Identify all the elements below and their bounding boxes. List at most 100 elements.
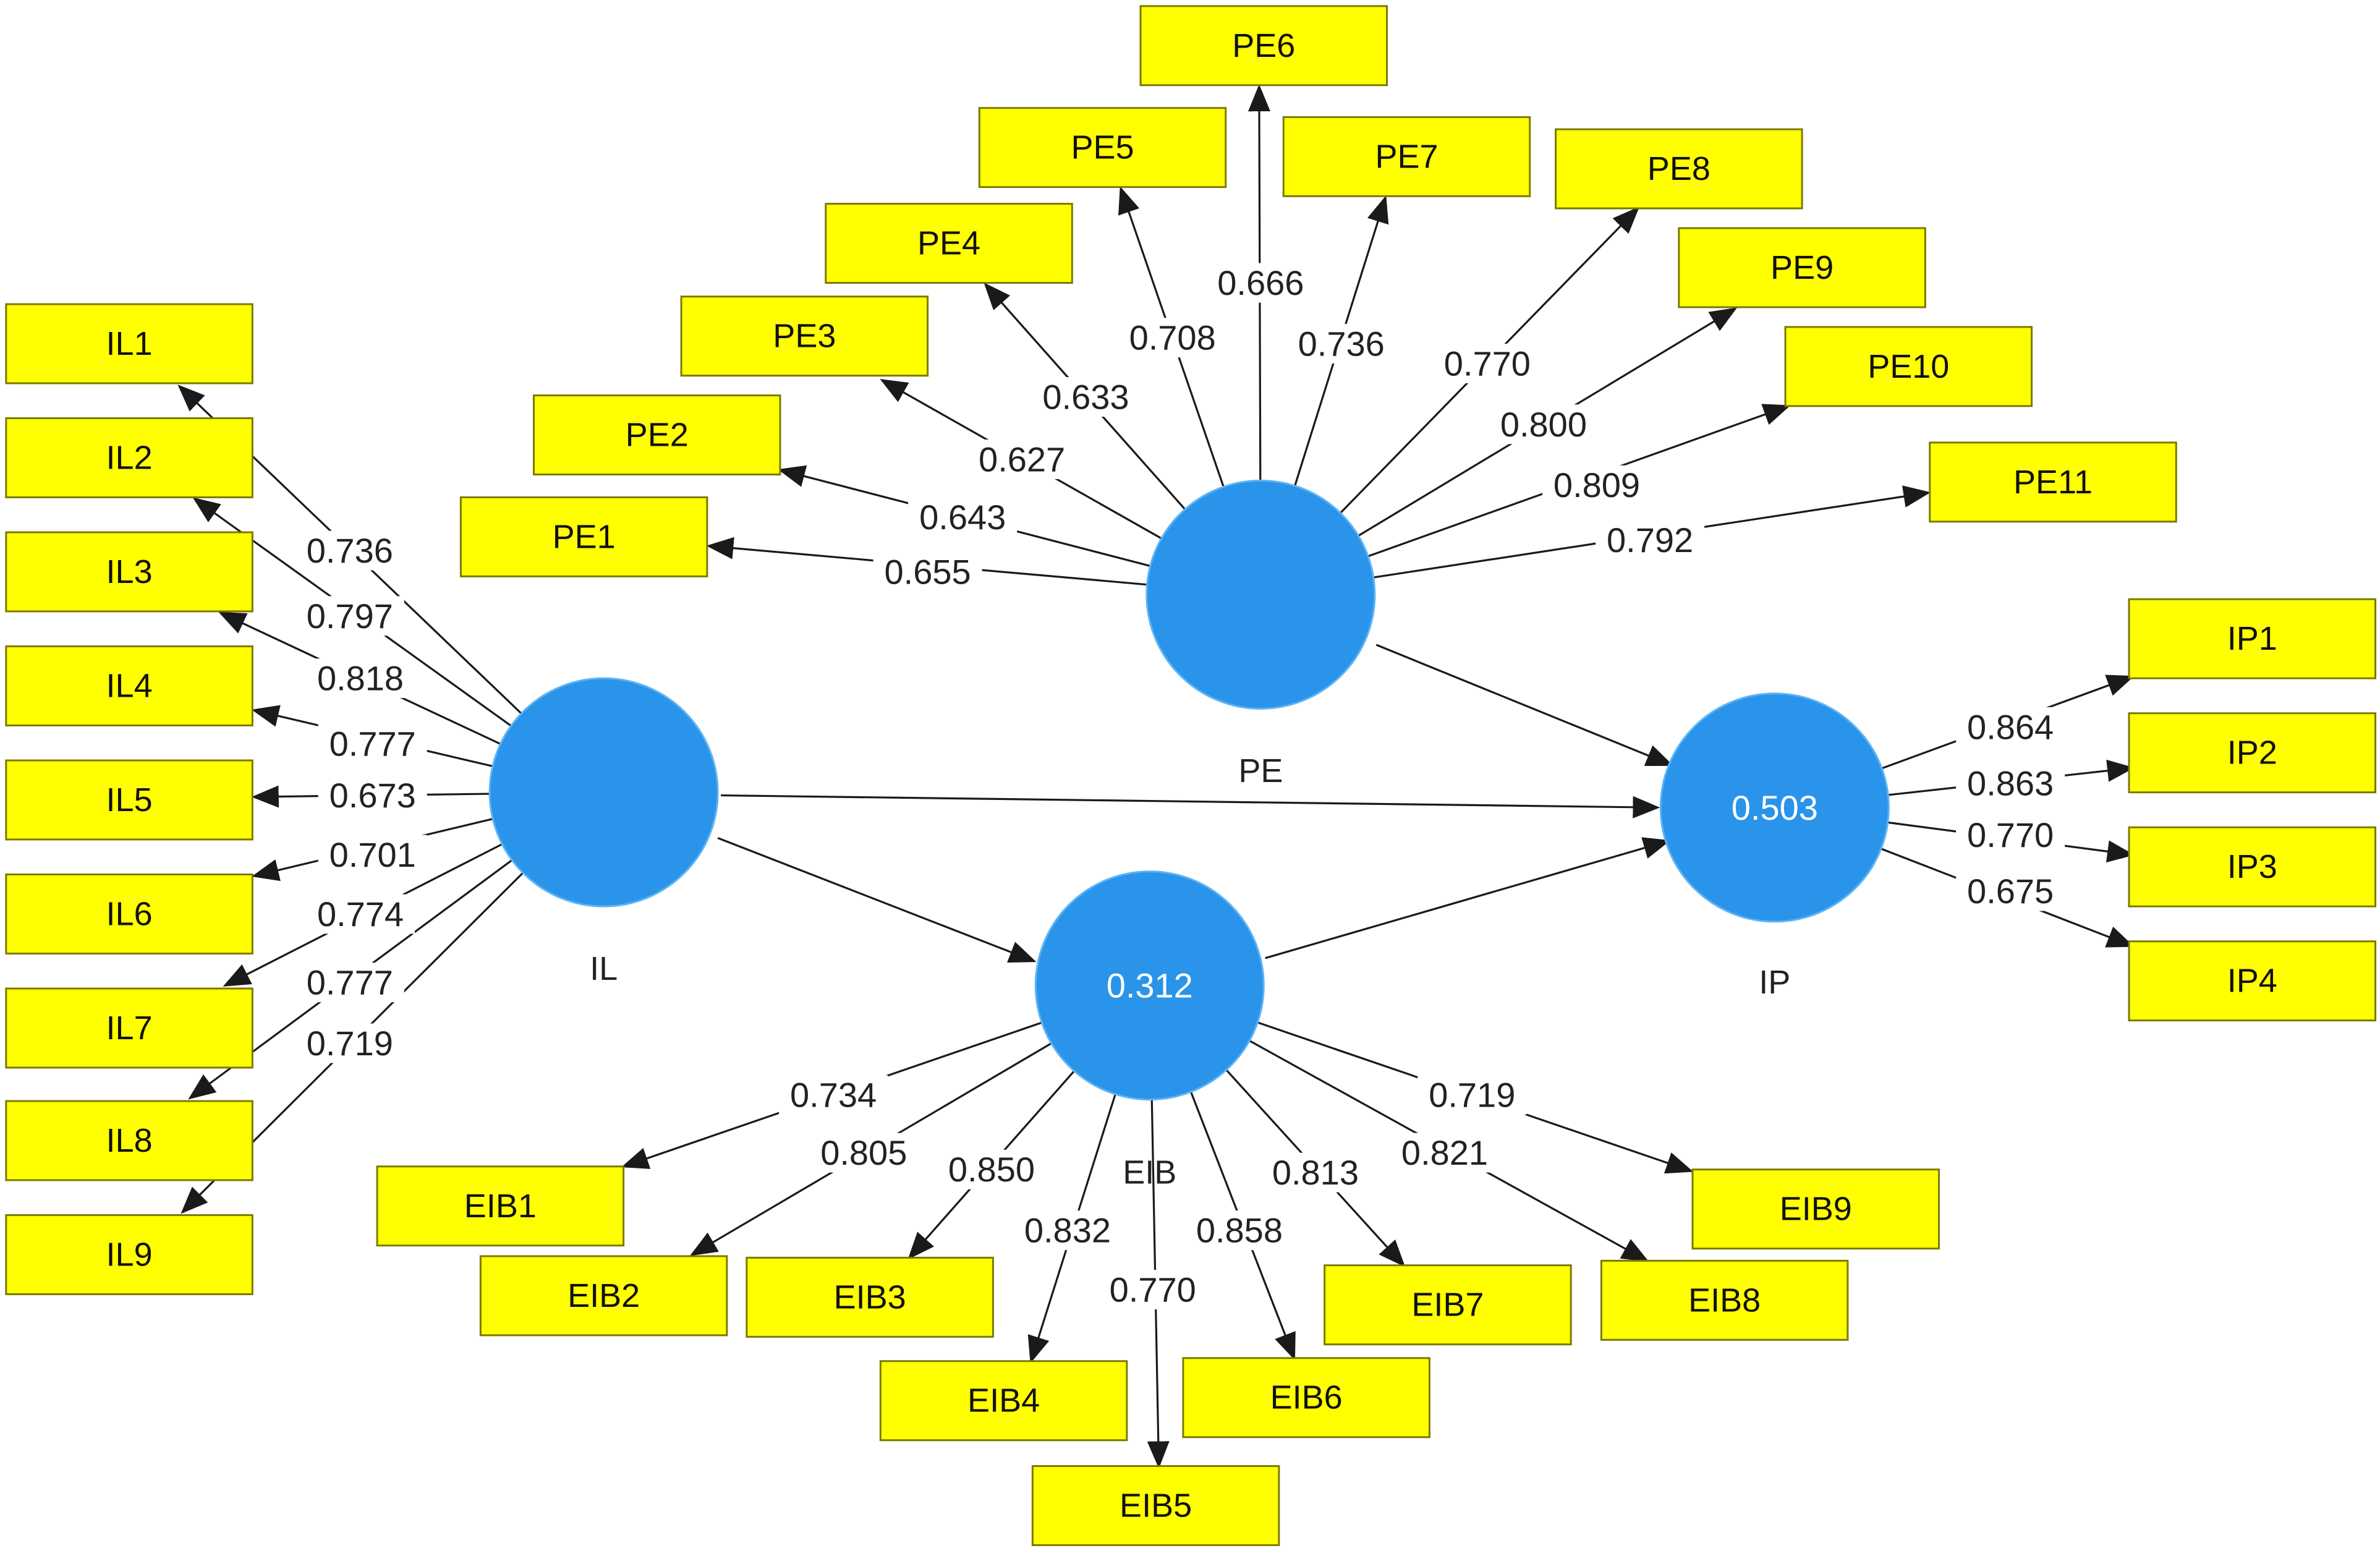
indicator-pe2[interactable]: PE2: [532, 394, 781, 476]
indicator-pe1[interactable]: PE1: [459, 496, 708, 577]
loading-label-ip3: 0.770: [1956, 815, 2065, 855]
indicator-box: [5, 987, 253, 1069]
loading-label-pe11: 0.792: [1596, 520, 1705, 560]
indicator-box: [1784, 326, 2033, 407]
indicator-label-pe4: PE4: [917, 225, 980, 262]
indicator-eib3[interactable]: EIB3: [746, 1256, 994, 1338]
loading-value-ip1: 0.864: [1967, 707, 2054, 746]
loading-label-bg: [295, 963, 404, 1003]
indicator-il9[interactable]: IL9: [5, 1214, 253, 1295]
indicator-eib5[interactable]: EIB5: [1031, 1465, 1280, 1546]
indicator-il1[interactable]: IL1: [5, 303, 253, 385]
loading-value-il9: 0.719: [307, 1024, 393, 1063]
indicator-eib9[interactable]: EIB9: [1691, 1168, 1940, 1250]
indicator-box: [1691, 1168, 1940, 1250]
indicator-il5[interactable]: IL5: [5, 759, 253, 841]
indicator-label-pe1: PE1: [553, 518, 616, 555]
loading-value-pe1: 0.655: [885, 552, 971, 591]
indicator-eib7[interactable]: EIB7: [1324, 1264, 1572, 1346]
loading-value-pe2: 0.643: [919, 498, 1006, 537]
indicator-pe9[interactable]: PE9: [1678, 227, 1926, 308]
loading-label-bg: [295, 530, 404, 571]
indicator-il3[interactable]: IL3: [5, 531, 253, 613]
loading-label-pe6: 0.666: [1206, 263, 1315, 303]
indicator-il7[interactable]: IL7: [5, 987, 253, 1069]
loading-value-pe4: 0.633: [1042, 378, 1129, 417]
indicator-label-eib4: EIB4: [967, 1382, 1040, 1419]
loading-label-pe3: 0.627: [967, 439, 1077, 479]
indicator-pe5[interactable]: PE5: [978, 107, 1227, 189]
indicator-label-ip4: IP4: [2227, 963, 2277, 1000]
indicator-ip2[interactable]: IP2: [2128, 712, 2377, 794]
loading-label-eib9: 0.719: [1417, 1075, 1527, 1115]
indicator-eib8[interactable]: EIB8: [1600, 1259, 1849, 1341]
loading-value-ip3: 0.770: [1967, 815, 2054, 854]
loading-value-il1: 0.736: [307, 531, 393, 570]
indicator-ip3[interactable]: IP3: [2128, 826, 2377, 908]
construct-il[interactable]: IL: [488, 677, 719, 987]
loading-value-eib9: 0.719: [1429, 1076, 1515, 1115]
loading-label-bg: [1098, 1270, 1207, 1310]
indicator-pe10[interactable]: PE10: [1784, 326, 2033, 407]
indicator-label-eib8: EIB8: [1688, 1282, 1761, 1319]
loading-value-pe6: 0.666: [1217, 263, 1304, 302]
indicator-eib6[interactable]: EIB6: [1182, 1357, 1430, 1439]
indicator-label-ip3: IP3: [2227, 848, 2277, 885]
loading-value-eib3: 0.850: [948, 1150, 1035, 1189]
indicator-label-eib2: EIB2: [567, 1277, 640, 1314]
loading-value-pe9: 0.800: [1500, 405, 1587, 444]
loading-label-bg: [1432, 343, 1542, 383]
indicator-pe6[interactable]: PE6: [1139, 5, 1388, 87]
indicator-label-pe2: PE2: [626, 417, 689, 454]
indicator-box: [5, 303, 253, 385]
loading-label-bg: [1260, 1152, 1370, 1193]
indicator-box: [5, 759, 253, 841]
indicator-box: [5, 1214, 253, 1295]
indicator-ip4[interactable]: IP4: [2128, 940, 2377, 1022]
indicator-pe7[interactable]: PE7: [1282, 116, 1531, 197]
indicator-eib4[interactable]: EIB4: [879, 1360, 1128, 1442]
loading-label-il6: 0.701: [318, 835, 427, 875]
loading-label-eib1: 0.734: [779, 1075, 888, 1115]
indicator-ip1[interactable]: IP1: [2128, 598, 2377, 679]
loading-label-pe1: 0.655: [873, 551, 982, 592]
loading-label-bg: [295, 596, 404, 636]
loading-label-eib2: 0.805: [809, 1133, 919, 1173]
indicator-label-il5: IL5: [106, 781, 153, 819]
loading-label-pe5: 0.708: [1118, 318, 1227, 358]
indicator-label-eib9: EIB9: [1780, 1191, 1852, 1228]
indicator-il4[interactable]: IL4: [5, 645, 253, 726]
loading-label-bg: [1286, 323, 1396, 364]
indicator-il8[interactable]: IL8: [5, 1100, 253, 1181]
indicator-pe3[interactable]: PE3: [680, 296, 929, 377]
loading-labels-layer: 0.7360.7970.8180.7770.6730.7010.7740.777…: [295, 263, 2065, 1310]
indicator-label-eib6: EIB6: [1270, 1379, 1343, 1416]
path-arrow-eib-to-ip: [1265, 837, 1671, 959]
loading-label-ip2: 0.863: [1956, 763, 2065, 803]
indicator-pe11[interactable]: PE11: [1929, 441, 2177, 523]
indicator-eib1[interactable]: EIB1: [376, 1165, 625, 1247]
construct-pe[interactable]: PE: [1145, 479, 1376, 789]
loading-label-bg: [1542, 465, 1651, 505]
loading-value-eib2: 0.805: [820, 1133, 907, 1172]
construct-circle: [1145, 479, 1376, 710]
indicator-label-pe9: PE9: [1770, 249, 1834, 286]
indicator-label-pe8: PE8: [1647, 150, 1711, 187]
indicator-il2[interactable]: IL2: [5, 417, 253, 498]
loading-label-bg: [1956, 707, 2065, 747]
indicator-label-pe3: PE3: [773, 318, 836, 355]
indicator-box: [479, 1255, 728, 1337]
loading-label-eib8: 0.821: [1390, 1133, 1499, 1173]
indicator-il6[interactable]: IL6: [5, 874, 253, 955]
loading-label-il3: 0.818: [306, 658, 415, 699]
construct-name-pe: PE: [1238, 752, 1283, 789]
path-arrow-il-to-eib: [717, 836, 1037, 963]
loading-value-pe10: 0.809: [1553, 466, 1640, 504]
indicator-box: [1139, 5, 1388, 87]
indicator-box: [5, 645, 253, 726]
indicator-eib2[interactable]: EIB2: [479, 1255, 728, 1337]
indicator-pe8[interactable]: PE8: [1555, 128, 1803, 210]
indicator-pe4[interactable]: PE4: [825, 203, 1073, 284]
